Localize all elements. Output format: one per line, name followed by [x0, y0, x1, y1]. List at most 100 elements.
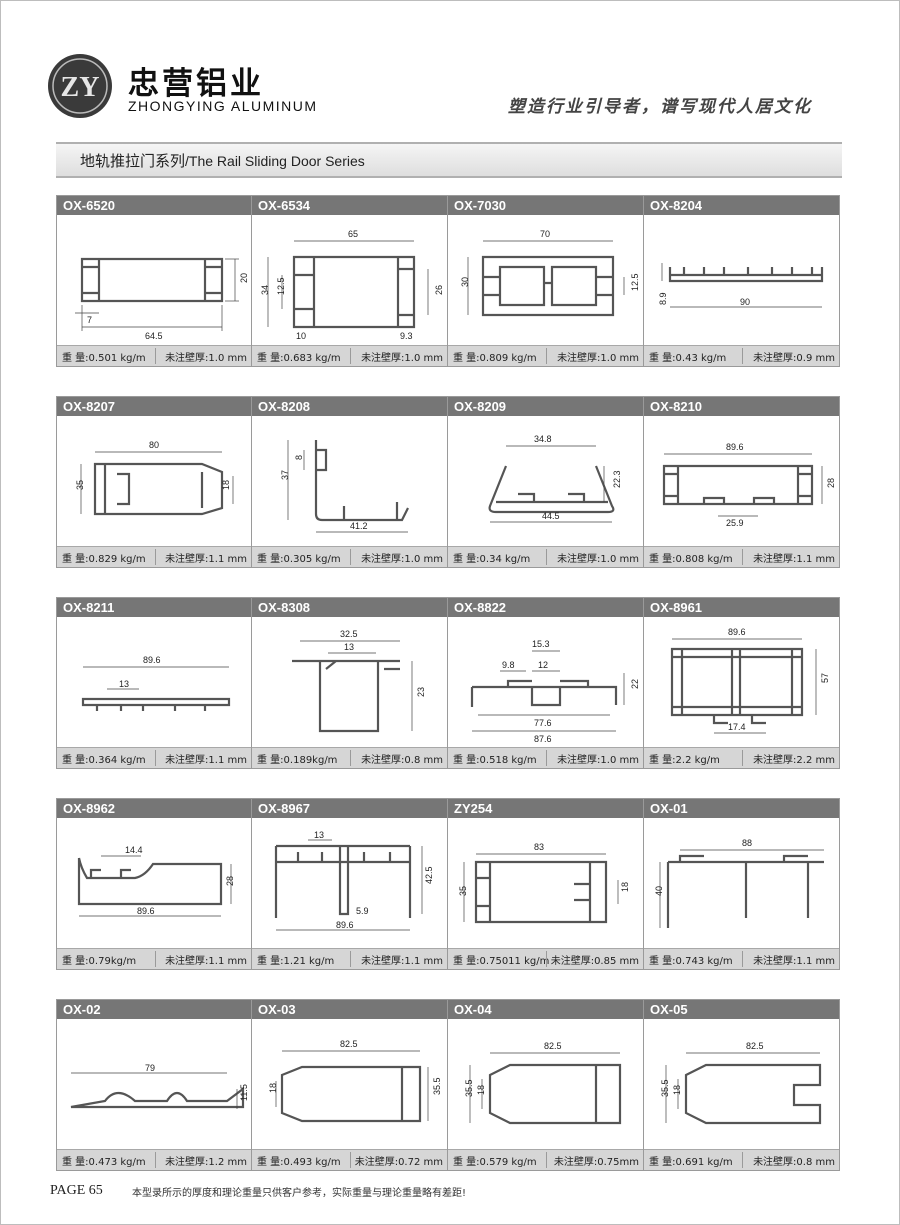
profile-wall-thickness: 未注壁厚:0.72 mm — [354, 1157, 443, 1168]
profile-wall-thickness: 未注壁厚:1.1 mm — [165, 755, 247, 766]
profile-code: OX-6520 — [63, 198, 116, 213]
profile-code: OX-03 — [258, 1002, 296, 1017]
profile-weight: 重 量:0.501 kg/m — [62, 353, 146, 364]
profile-drawing: 80 35 18 — [57, 416, 253, 547]
series-title: 地轨推拉门系列/The Rail Sliding Door Series — [80, 150, 365, 171]
svg-text:44.5: 44.5 — [542, 511, 560, 521]
profile-weight: 重 量:2.2 kg/m — [649, 755, 720, 766]
svg-text:22.3: 22.3 — [612, 470, 622, 488]
svg-text:82.5: 82.5 — [340, 1039, 358, 1049]
profile-drawing: 20 7 64.5 — [57, 215, 253, 346]
profile-wall-thickness: 未注壁厚:1.0 mm — [557, 755, 639, 766]
svg-text:18: 18 — [620, 882, 630, 892]
profile-weight: 重 量:0.305 kg/m — [257, 554, 341, 565]
svg-text:32.5: 32.5 — [340, 629, 358, 639]
svg-text:79: 79 — [145, 1063, 155, 1073]
svg-text:12.5: 12.5 — [630, 273, 640, 291]
svg-text:35.5: 35.5 — [660, 1079, 670, 1097]
profile-weight: 重 量:0.829 kg/m — [62, 554, 146, 565]
svg-text:22: 22 — [630, 679, 640, 689]
profile-code: OX-01 — [650, 801, 688, 816]
profile-drawing: 82.5 18 35.5 — [252, 1019, 448, 1150]
profile-wall-thickness: 未注壁厚:0.85 mm — [550, 956, 639, 967]
svg-text:77.6: 77.6 — [534, 718, 552, 728]
profile-code: OX-02 — [63, 1002, 101, 1017]
profile-drawing: 65 34 12.5 26 10 9.3 — [252, 215, 448, 346]
page-number: PAGE 65 — [50, 1183, 103, 1198]
svg-text:89.6: 89.6 — [143, 655, 161, 665]
profile-code: OX-7030 — [454, 198, 507, 213]
profile-code: OX-8211 — [63, 600, 115, 615]
profile-drawing: 82.5 35.5 18 — [644, 1019, 840, 1150]
profile-card: OX-02 79 11.5 重 量:0.473 kg/m 未注壁厚:1.2 mm — [56, 999, 252, 1171]
svg-text:89.6: 89.6 — [137, 906, 155, 916]
svg-text:80: 80 — [149, 440, 159, 450]
profile-wall-thickness: 未注壁厚:1.0 mm — [361, 554, 443, 565]
profile-card: OX-6534 65 34 12.5 26 10 9.3 重 量:0.683 k… — [252, 195, 448, 367]
profile-drawing: 15.3 9.8 12 22 77.6 87.6 — [448, 617, 644, 748]
svg-text:28: 28 — [225, 876, 235, 886]
profile-weight: 重 量:0.473 kg/m — [62, 1157, 146, 1168]
profile-code: OX-04 — [454, 1002, 492, 1017]
company-logo: ZY — [46, 52, 114, 120]
brand-name-en: ZHONGYING ALUMINUM — [128, 98, 318, 114]
svg-text:13: 13 — [119, 679, 129, 689]
profile-drawing: 88 40 — [644, 818, 840, 949]
profile-wall-thickness: 未注壁厚:1.2 mm — [165, 1157, 247, 1168]
profile-weight: 重 量:0.34 kg/m — [453, 554, 531, 565]
svg-text:70: 70 — [540, 229, 550, 239]
svg-text:35.5: 35.5 — [432, 1077, 442, 1095]
svg-text:35: 35 — [75, 480, 85, 490]
svg-text:20: 20 — [239, 273, 249, 283]
svg-text:11.5: 11.5 — [239, 1084, 249, 1101]
profile-wall-thickness: 未注壁厚:0.9 mm — [753, 353, 835, 364]
svg-text:23: 23 — [416, 687, 426, 697]
svg-text:12: 12 — [538, 660, 548, 670]
profile-wall-thickness: 未注壁厚:2.2 mm — [753, 755, 835, 766]
profile-weight: 重 量:0.518 kg/m — [453, 755, 537, 766]
profile-weight: 重 量:0.79kg/m — [62, 956, 137, 967]
profile-weight: 重 量:0.683 kg/m — [257, 353, 341, 364]
profile-wall-thickness: 未注壁厚:1.0 mm — [165, 353, 247, 364]
svg-text:65: 65 — [348, 229, 358, 239]
profile-wall-thickness: 未注壁厚:1.1 mm — [753, 956, 835, 967]
svg-text:18: 18 — [221, 480, 231, 490]
brand-name-cn: 忠营铝业 — [128, 66, 264, 102]
series-title-bar: 地轨推拉门系列/The Rail Sliding Door Series — [56, 142, 842, 178]
profile-weight: 重 量:0.75011 kg/m — [453, 956, 550, 967]
profile-drawing: 8.9 90 — [644, 215, 840, 346]
svg-text:83: 83 — [534, 842, 544, 852]
svg-text:13: 13 — [344, 642, 354, 652]
profile-wall-thickness: 未注壁厚:0.8 mm — [361, 755, 443, 766]
profile-drawing: 32.5 13 23 — [252, 617, 448, 748]
profile-code: OX-05 — [650, 1002, 688, 1017]
profile-drawing: 89.6 57 17.4 — [644, 617, 840, 748]
profile-code: OX-8822 — [454, 600, 507, 615]
profile-code: OX-8967 — [258, 801, 311, 816]
profile-card: OX-6520 20 7 64.5 重 量:0.501 kg/m 未注壁厚:1.0… — [56, 195, 252, 367]
svg-text:89.6: 89.6 — [336, 920, 354, 930]
profile-wall-thickness: 未注壁厚:1.1 mm — [165, 554, 247, 565]
profile-drawing: 89.6 13 — [57, 617, 253, 748]
profile-drawing: 14.4 28 89.6 — [57, 818, 253, 949]
profile-wall-thickness: 未注壁厚:1.0 mm — [557, 353, 639, 364]
svg-text:7: 7 — [87, 315, 92, 325]
svg-text:90: 90 — [740, 297, 750, 307]
svg-text:18: 18 — [476, 1085, 486, 1095]
profile-wall-thickness: 未注壁厚:1.1 mm — [753, 554, 835, 565]
profile-wall-thickness: 未注壁厚:1.0 mm — [557, 554, 639, 565]
profile-code: OX-8208 — [258, 399, 311, 414]
profile-wall-thickness: 未注壁厚:1.1 mm — [361, 956, 443, 967]
